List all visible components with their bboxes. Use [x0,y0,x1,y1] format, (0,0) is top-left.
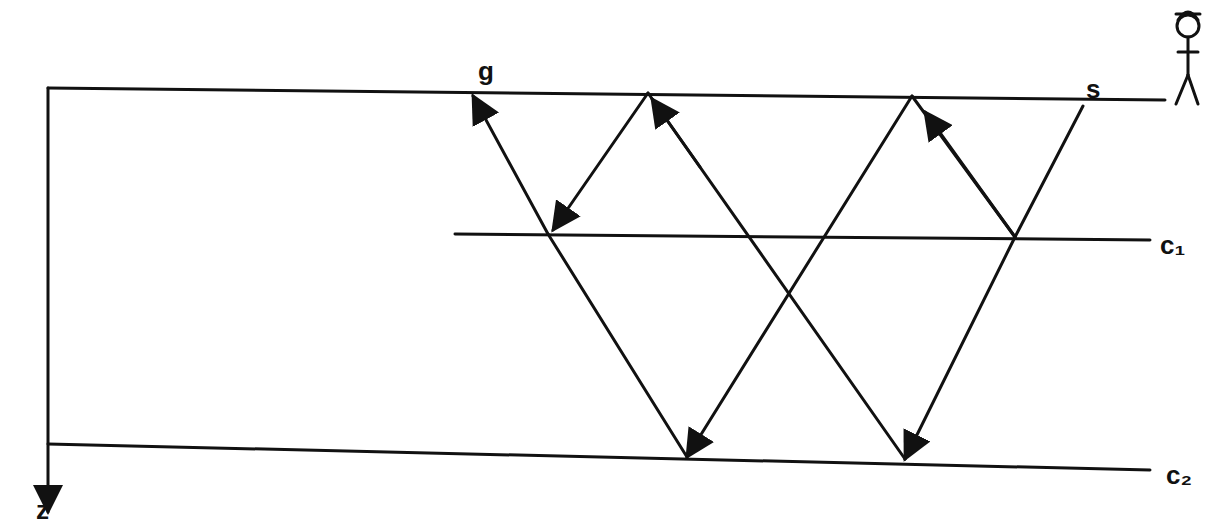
ray-segment [1015,106,1083,237]
ray-arrow [473,96,548,234]
ray-segment [548,234,687,457]
ray-arrow [687,96,912,457]
reflector-line [48,444,1150,470]
axis-label: z [36,497,49,523]
observer-figure [1176,12,1200,104]
layer-label: c₂ [1166,462,1192,488]
ray-segment [912,96,1015,237]
layer-label: c₁ [1160,232,1185,258]
ray-arrow [925,112,1015,237]
ray-arrow [905,237,1015,459]
ray-arrow [553,93,648,230]
receiver-label: g [478,58,494,84]
surface-line [48,88,1165,100]
ray-segment [648,93,905,459]
reflector-line [455,234,1150,240]
ray-arrow [652,99,700,167]
source-label: s [1086,76,1100,102]
depth-axis [47,88,50,512]
